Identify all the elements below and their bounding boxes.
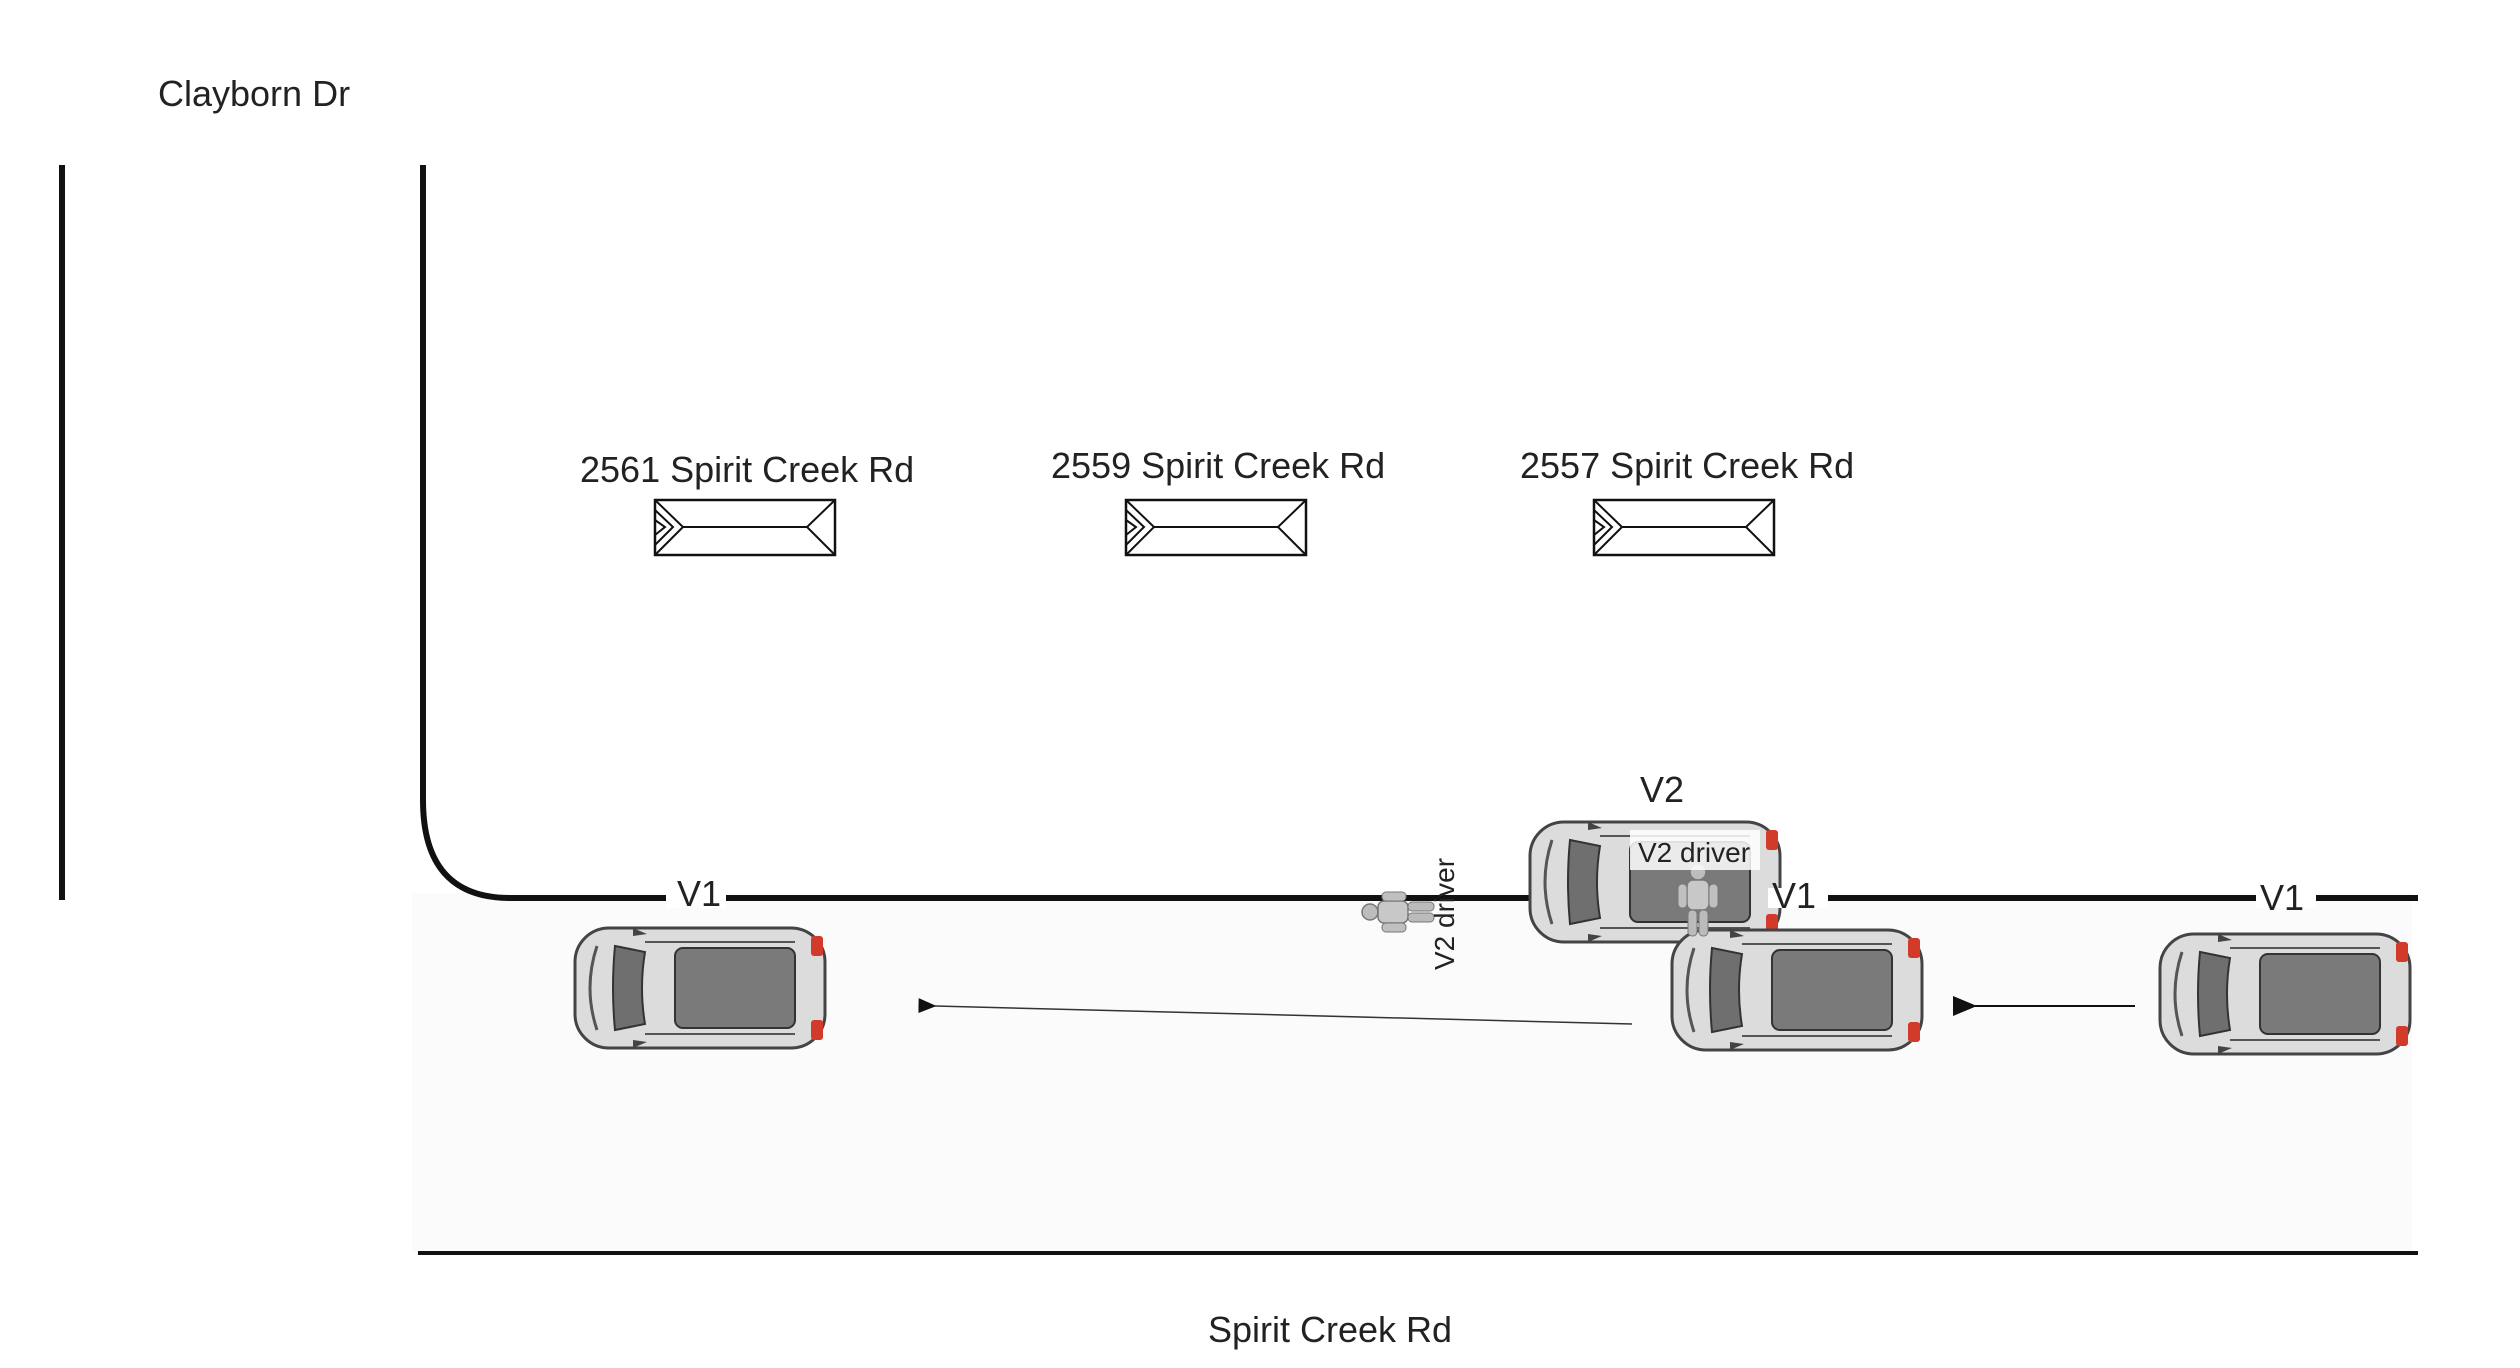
clayborn-dr-east-edge-curb	[420, 165, 2418, 901]
v1-label-final: V1	[677, 873, 721, 914]
v1-label-impact: V1	[1772, 875, 1816, 916]
house-address-label: 2559 Spirit Creek Rd	[1051, 445, 1385, 486]
street-label-spirit-creek: Spirit Creek Rd	[1208, 1309, 1452, 1350]
house-2559: 2559 Spirit Creek Rd	[1051, 445, 1385, 557]
car-icon	[573, 926, 827, 1050]
car-icon	[1670, 928, 1924, 1052]
house-roof-icon	[1124, 498, 1308, 557]
v2-label: V2	[1640, 769, 1684, 810]
v1-label-approach: V1	[2260, 877, 2304, 918]
vehicle-v1-approach	[2158, 932, 2412, 1056]
car-icon	[2158, 932, 2412, 1056]
house-roof-icon	[1592, 498, 1776, 557]
house-address-label: 2561 Spirit Creek Rd	[580, 449, 914, 490]
v2-driver-label-final: V2 driver	[1429, 858, 1460, 970]
street-label-clayborn: Clayborn Dr	[158, 73, 350, 114]
house-address-label: 2557 Spirit Creek Rd	[1520, 445, 1854, 486]
house-roof-icon	[653, 498, 837, 557]
v1-travel-arrow-long	[918, 998, 1633, 1025]
house-2557: 2557 Spirit Creek Rd	[1520, 445, 1854, 557]
vehicle-v1-final	[573, 926, 827, 1050]
v2-driver-label-impact: V2 driver	[1638, 837, 1750, 868]
house-2561: 2561 Spirit Creek Rd	[580, 449, 914, 557]
vehicle-v1-impact	[1670, 928, 1924, 1052]
